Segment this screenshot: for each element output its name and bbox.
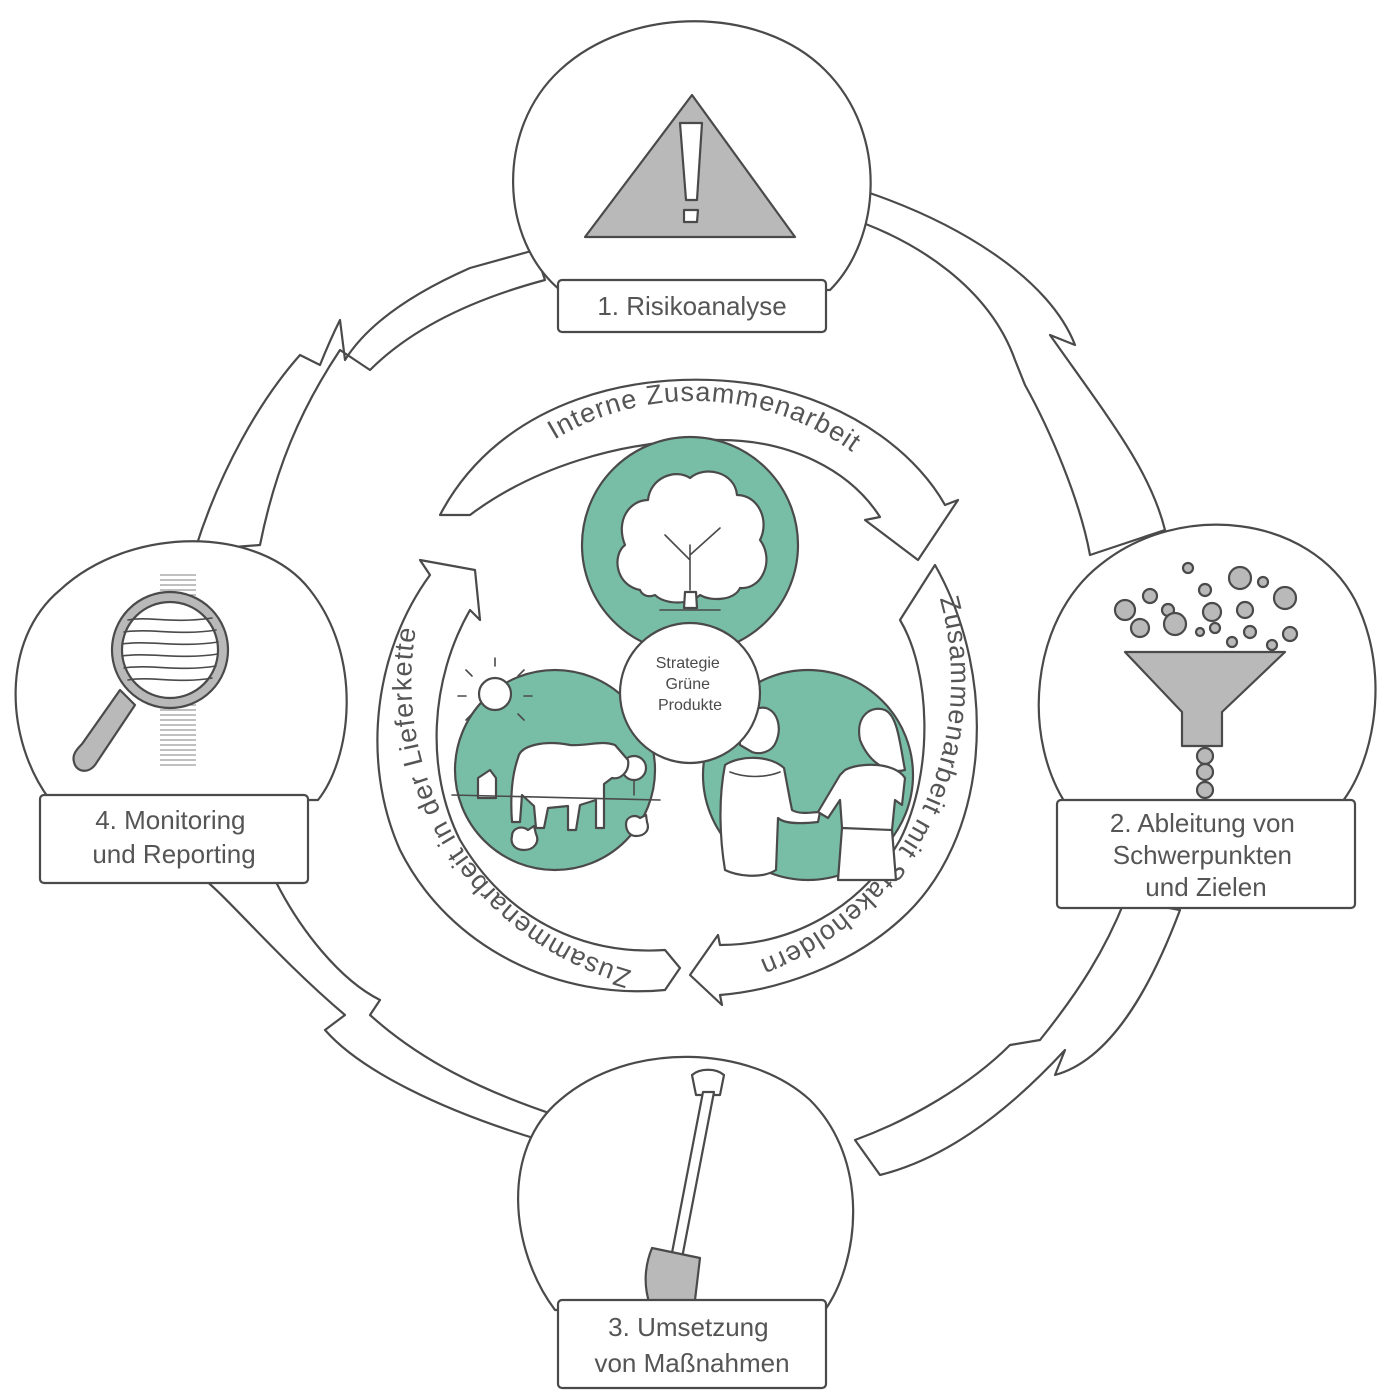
step-3-umsetzung: 3. Umsetzung von Maßnahmen [517, 1055, 855, 1390]
step-3-label-line-2: von Maßnahmen [594, 1348, 789, 1378]
svg-text:3. Umsetzung von Maßnahm: 3. Umsetzung von Maßnahmen [594, 1312, 789, 1378]
picture-farm [451, 657, 661, 872]
step-3-label-box [556, 1298, 828, 1390]
arrow-4-to-1 [193, 248, 547, 552]
inner-arrow-top [438, 378, 960, 562]
step-2-label-line-2: Schwerpunkten [1113, 840, 1292, 870]
step-1-label: 1. Risikoanalyse [597, 291, 786, 321]
center-line-3: Produkte [658, 697, 722, 714]
arrow-2-to-3 [853, 898, 1182, 1177]
step-2-label-box [1055, 798, 1357, 910]
farm-animals-icon [451, 657, 661, 852]
picture-people [701, 668, 915, 882]
step-3-label-line-1: 3. Umsetzung [608, 1312, 768, 1342]
shovel-icon [627, 1068, 726, 1311]
svg-text:4. Monitoring und Report: 4. Monitoring und Reporting [92, 805, 255, 869]
step-4-label-box [38, 793, 310, 885]
svg-text:Strategie Grüne Pr: Strategie Grüne Produkte [656, 655, 725, 714]
people-handshake-icon [719, 706, 907, 882]
step-4-label-line-1: 4. Monitoring [95, 805, 245, 835]
svg-text:1. Risikoanalyse: 1. Risikoanalyse [597, 291, 786, 321]
center-circle [618, 621, 762, 765]
center-strategy: Strategie Grüne Produkte [618, 621, 762, 765]
svg-text:2. Ableitung von Schwerp: 2. Ableitung von Schwerpunkten und Ziele… [1110, 808, 1302, 902]
step-4-label-line-2: und Reporting [92, 839, 255, 869]
inner-arrow-left [376, 558, 682, 993]
step-2-label-line-1: 2. Ableitung von [1110, 808, 1295, 838]
step-2-label-line-3: und Zielen [1145, 872, 1266, 902]
outer-cycle-arrows [193, 183, 1182, 1177]
step-1-risikoanalyse: 1. Risikoanalyse [512, 20, 872, 334]
funnel-icon [1113, 561, 1299, 800]
arrow-1-to-2 [838, 183, 1167, 557]
warning-triangle-icon [583, 93, 797, 239]
picture-tree [580, 435, 800, 655]
center-line-2: Grüne [666, 676, 711, 693]
inner-arrow-right [688, 563, 978, 1007]
step-4-monitoring: 4. Monitoring und Reporting [14, 540, 348, 885]
magnifier-icon [72, 574, 230, 772]
center-line-1: Strategie [656, 655, 720, 672]
step-1-label-box [556, 278, 828, 334]
tree-icon [616, 470, 768, 611]
step-2-ableitung: 2. Ableitung von Schwerpunkten und Ziele… [1037, 523, 1377, 910]
